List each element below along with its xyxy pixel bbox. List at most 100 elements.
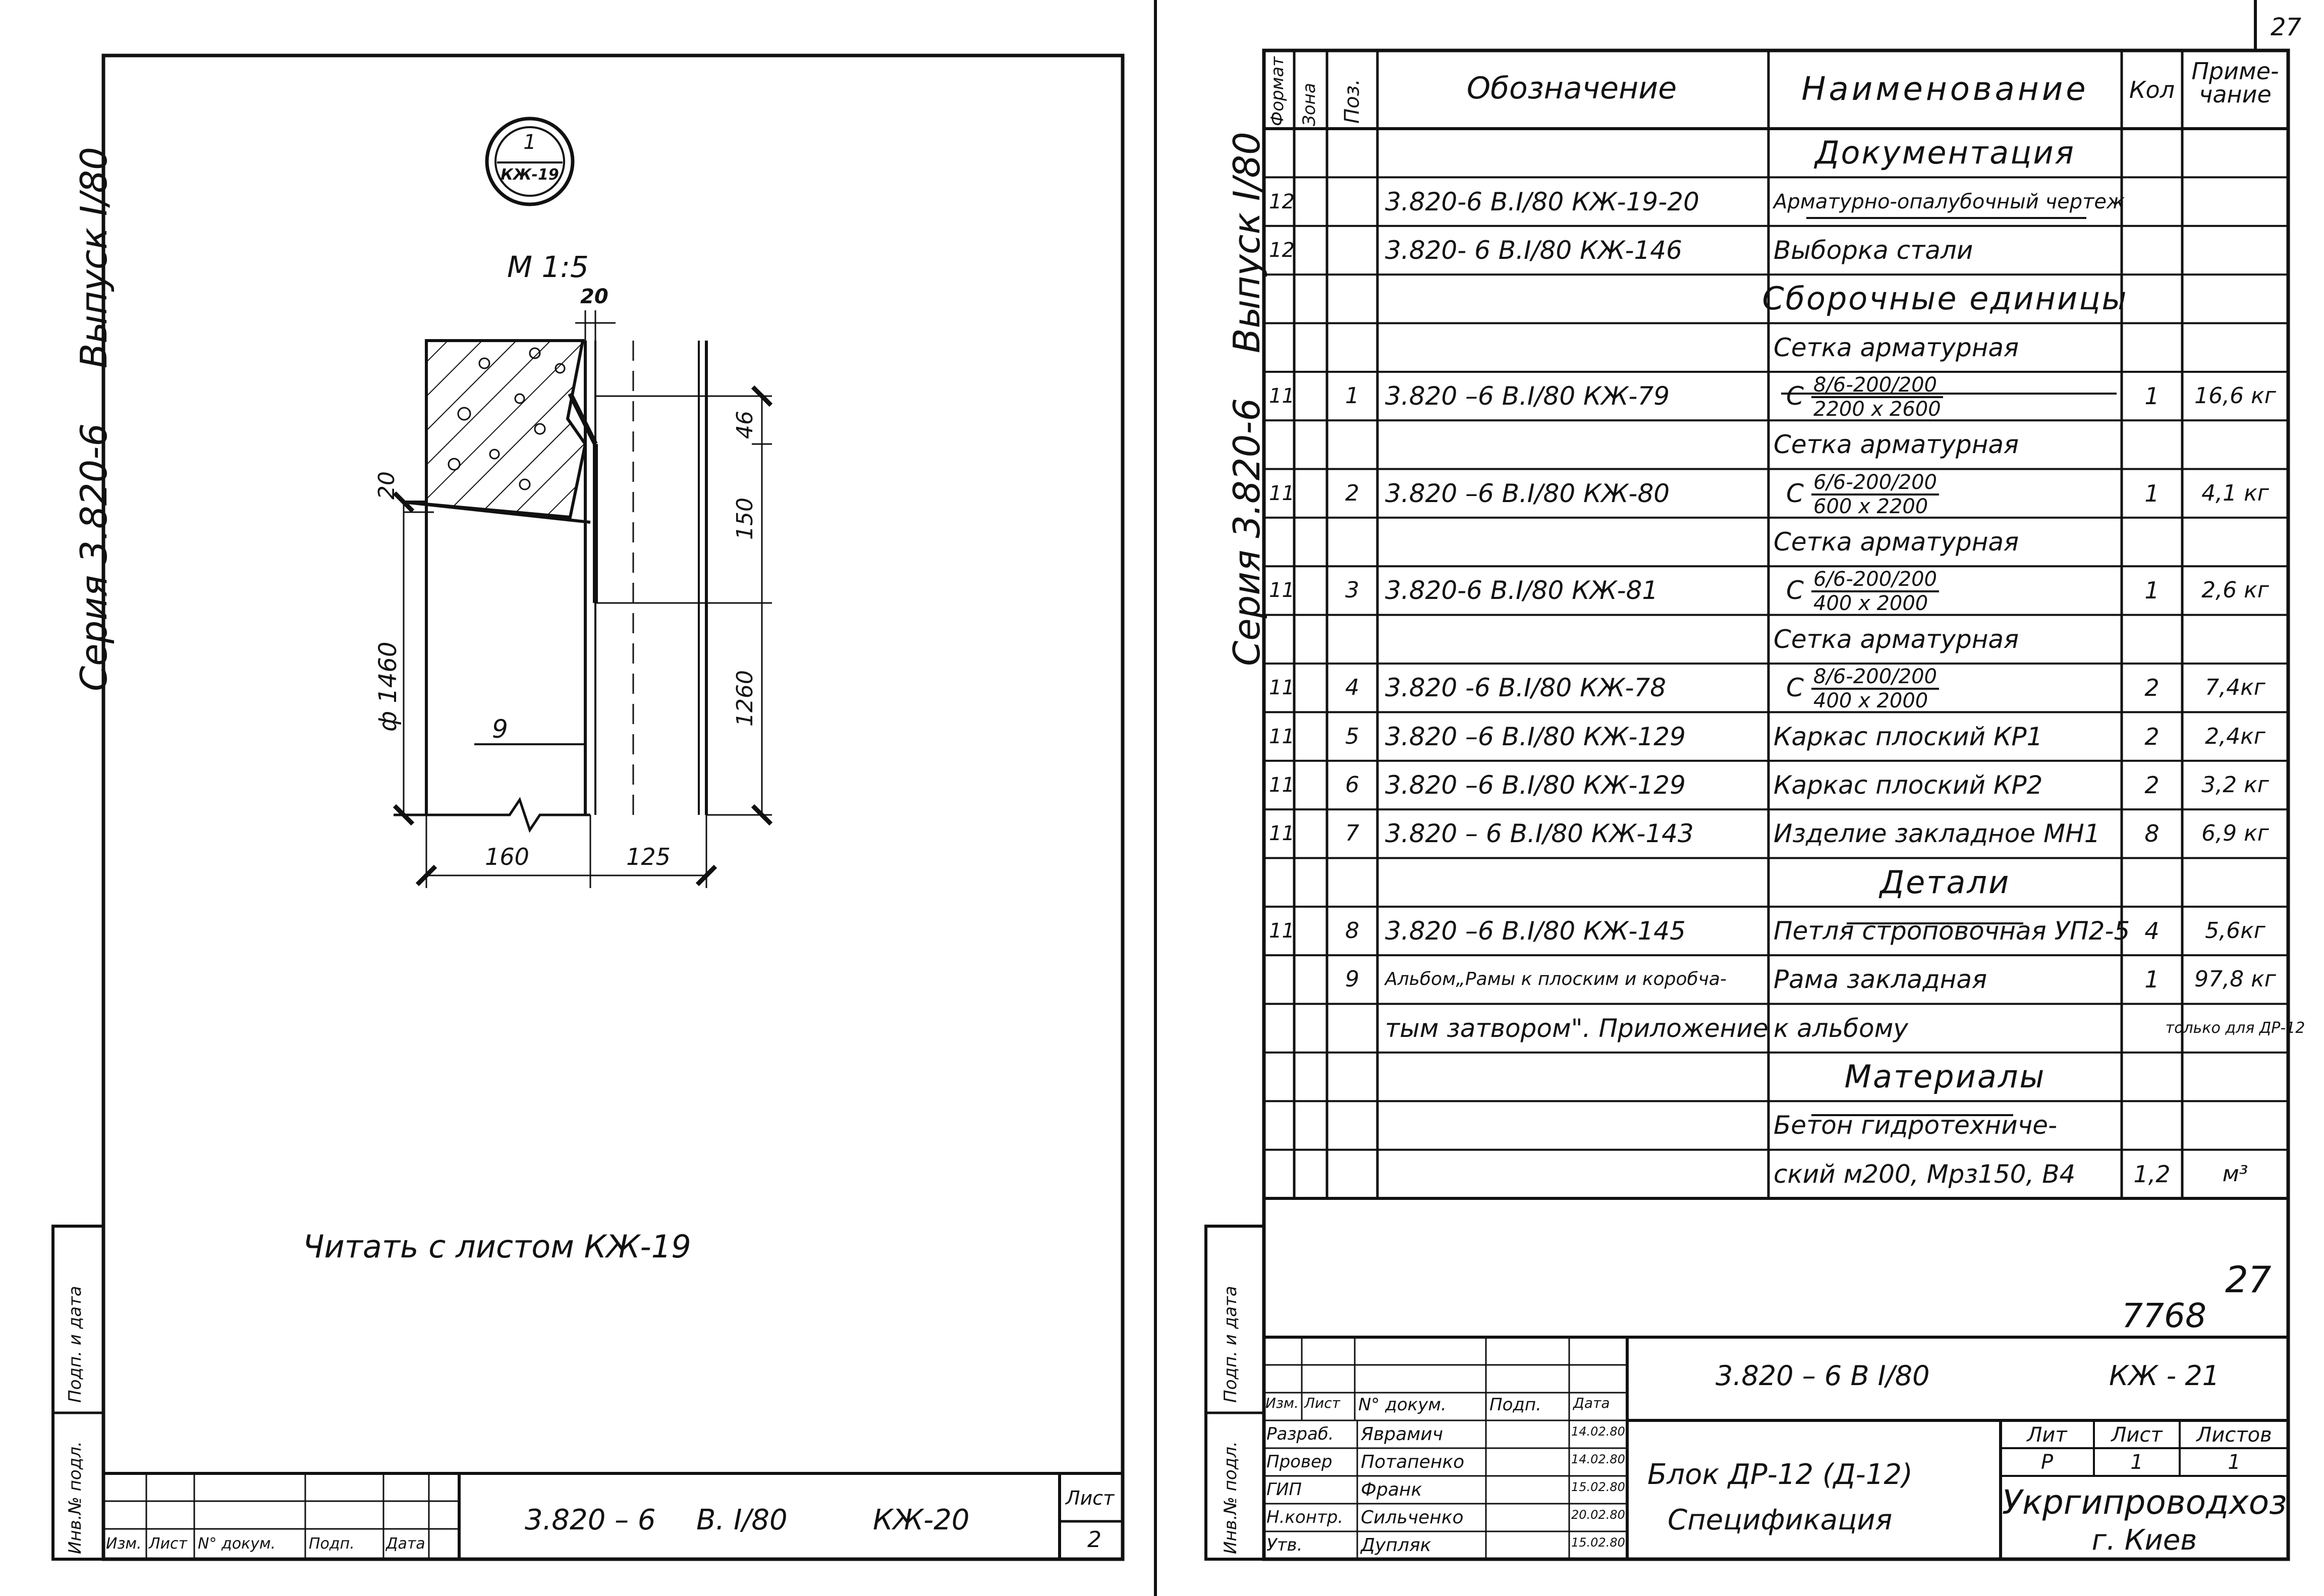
signature-name: Яврамич [1361, 1424, 1443, 1445]
spec-cell-name_only: Сетка арматурная [1774, 430, 2019, 460]
spec-cell-note: 3,2 кг [2201, 772, 2269, 798]
dim-20-left: 20 [374, 471, 400, 500]
tb-lit-header: Лит [2027, 1423, 2067, 1447]
dim-20-top: 20 [580, 285, 608, 308]
signature-name: Франк [1361, 1479, 1422, 1500]
spec-cell-qty: 1 [2144, 966, 2160, 994]
tb-title-spec: Спецификация [1668, 1504, 1893, 1536]
spec-cell-fmt: 11 [1269, 725, 1295, 748]
mesh-size: 400 x 2000 [1813, 592, 1928, 616]
spec-cell-pos: 5 [1345, 723, 1359, 749]
spec-cell-fmt: 11 [1269, 579, 1295, 602]
spec-cell-note: 2,4кг [2205, 723, 2265, 749]
series-label-right: Серия 3.820-6 [1226, 398, 1268, 666]
stamp-inv-label: Инв.№ подл. [65, 1441, 85, 1554]
spec-cell-qty: 2 [2144, 674, 2160, 702]
spec-cell-note: 5,6кг [2205, 918, 2265, 944]
spec-cell-qty: 4 [2144, 917, 2160, 945]
tb-lit: Р [2040, 1451, 2054, 1474]
spec-cell-section: Материалы [1844, 1058, 2046, 1095]
col-format: Формат [1267, 57, 1288, 126]
spec-cell-fmt: 11 [1269, 919, 1295, 943]
tb-list-header: Лист [2111, 1423, 2163, 1447]
tb-right-izm: Изм. [1265, 1395, 1299, 1411]
tb-city: г. Киев [2091, 1524, 2197, 1557]
spec-cell-des: 3.820- 6 В.I/80 КЖ-146 [1385, 235, 1682, 265]
tb-title-block-name: Блок ДР-12 (Д-12) [1647, 1458, 1913, 1491]
tb-listov-header: Листов [2196, 1423, 2272, 1447]
spec-cell-qty: 1 [2144, 479, 2160, 507]
mesh-size: 2200 x 2600 [1813, 397, 1941, 421]
spec-cell-fmt: 11 [1269, 773, 1295, 797]
tb-list: Лист [149, 1535, 188, 1553]
spec-cell-prefix: С [1786, 576, 1804, 606]
spec-cell-prefix: С [1786, 381, 1804, 411]
tb-code-sheet: КЖ-20 [873, 1504, 970, 1536]
spec-cell-des: 3.820 -6 В.I/80 КЖ-78 [1385, 673, 1667, 703]
spec-cell-name_only: Сетка арматурная [1774, 527, 2019, 557]
spec-cell-note: м³ [2222, 1161, 2248, 1187]
spec-cell-pos: 4 [1345, 675, 1359, 701]
spec-cell-qty: 1 [2144, 577, 2160, 604]
dim-1260: 1260 [732, 670, 758, 727]
spec-cell-name: Арматурно-опалубочный чертеж [1774, 190, 2125, 213]
spec-cell-note: 6,9 кг [2201, 820, 2269, 847]
mesh-rebar: 6/6-200/200 [1811, 472, 1939, 496]
spec-cell-name_only: Сетка арматурная [1774, 624, 2019, 654]
spec-cell-des: 3.820 –6 В.I/80 КЖ-129 [1385, 770, 1686, 800]
spec-cell-fmt: 11 [1269, 822, 1295, 846]
dim-125: 125 [626, 843, 671, 870]
col-note: Приме-чание [2191, 58, 2279, 108]
spec-cell-fmt: 12 [1269, 238, 1295, 262]
spec-cell-section: Документация [1815, 134, 2075, 172]
spec-cell-qty: 1,2 [2133, 1160, 2171, 1188]
spec-cell-pos: 6 [1345, 772, 1359, 798]
spec-cell-name: Петля строповочная УП2-5 [1774, 916, 2130, 946]
spec-cell-pos: 8 [1345, 918, 1359, 944]
page-number: 27 [2271, 13, 2302, 41]
tb-podp: Подп. [309, 1535, 355, 1553]
signature-role: ГИП [1266, 1479, 1302, 1500]
signature-role: Разраб. [1266, 1424, 1334, 1444]
tb-right-ndok: N° докум. [1358, 1395, 1447, 1415]
col-pos: Поз. [1341, 79, 1364, 124]
signature-date: 15.02.80 [1571, 1480, 1625, 1494]
spec-cell-des: 3.820 –6 В.I/80 КЖ-145 [1385, 916, 1686, 946]
signature-date: 14.02.80 [1571, 1424, 1625, 1439]
archive-number: 7768 [2122, 1296, 2206, 1335]
tb-organization: Укргипроводхоз [2002, 1483, 2287, 1522]
spec-cell-name: Каркас плоский КР1 [1774, 722, 2043, 751]
col-name: Наименование [1801, 71, 2089, 108]
spec-cell-des: 3.820 –6 В.I/80 КЖ-80 [1385, 478, 1670, 508]
spec-cell-pos: 3 [1345, 577, 1359, 603]
mesh-rebar: 8/6-200/200 [1811, 375, 1943, 398]
tb-listov-no: 1 [2228, 1451, 2241, 1474]
spec-cell-section: Сборочные единицы [1762, 280, 2128, 317]
col-designation: Обозначение [1466, 71, 1677, 106]
spec-cell-name: Изделие закладное МН1 [1774, 819, 2100, 849]
tb-list-no: 1 [2130, 1451, 2143, 1474]
mesh-size: 600 x 2200 [1813, 494, 1928, 518]
dim-diameter-1460: ф 1460 [374, 641, 402, 732]
spec-cell-note: 16,6 кг [2194, 383, 2276, 409]
stamp-inv-label-right: Инв.№ подл. [1221, 1441, 1241, 1554]
spec-cell-section: Детали [1879, 863, 2011, 901]
spec-cell-note: 97,8 кг [2194, 966, 2276, 993]
spec-cell-name: Бетон гидротехниче- [1774, 1111, 2058, 1140]
issue-label-right: Выпуск I/80 [1226, 132, 1268, 353]
tb-sheet-label: Лист [1066, 1487, 1115, 1509]
issue-label: Выпуск I/80 [73, 147, 115, 368]
dim-46: 46 [732, 411, 758, 439]
spec-cell-qty: 8 [2144, 820, 2160, 848]
spec-cell-fmt: 11 [1269, 384, 1295, 408]
dim-150: 150 [732, 498, 758, 540]
tb-right-code: 3.820 – 6 В I/80 [1716, 1360, 1930, 1392]
mesh-rebar: 6/6-200/200 [1811, 569, 1939, 593]
spec-cell-des: 3.820-6 В.I/80 КЖ-81 [1385, 576, 1658, 606]
col-zone: Зона [1299, 83, 1319, 126]
note-read-with: Читать с листом КЖ-19 [303, 1228, 691, 1265]
signature-name: Сильченко [1361, 1507, 1464, 1528]
